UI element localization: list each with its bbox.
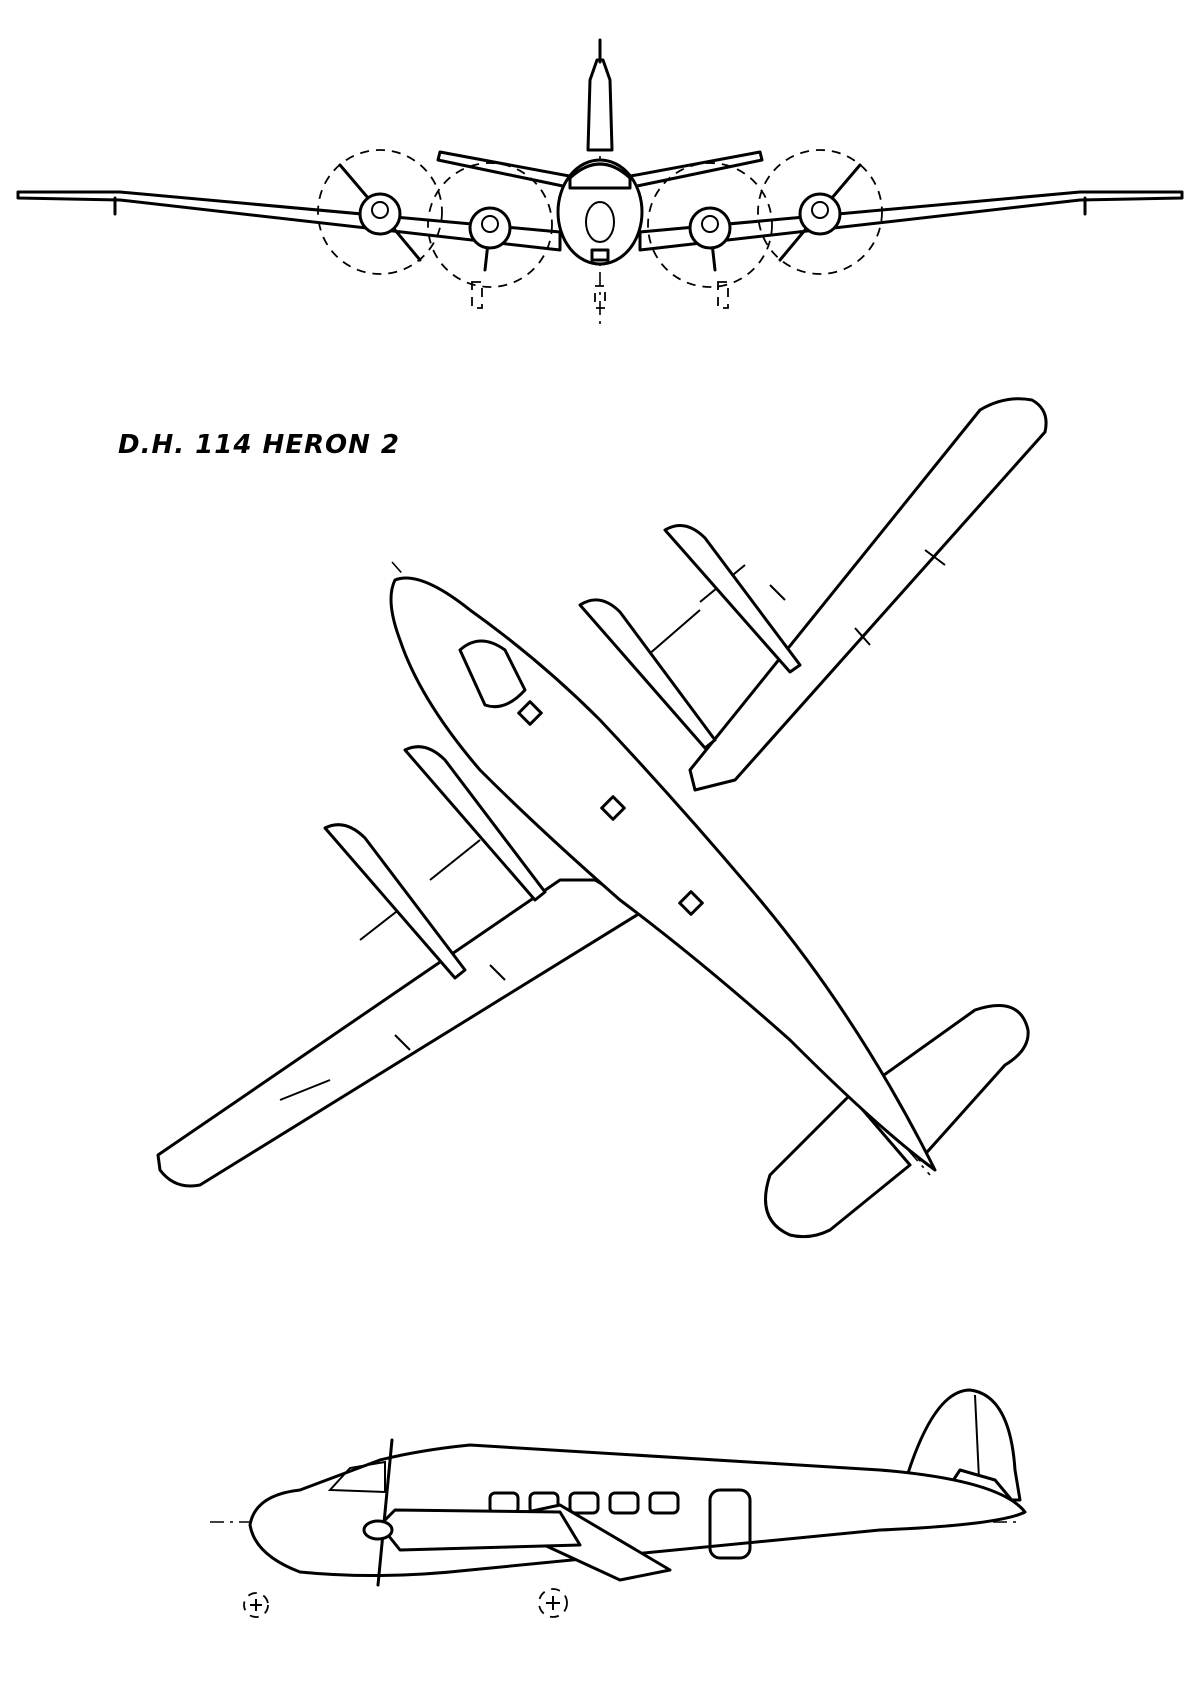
plan-nacelle-lower-inner xyxy=(403,745,547,902)
front-nacelle-inner-left xyxy=(468,206,512,250)
plan-fuselage xyxy=(389,576,937,1172)
plan-nacelle-lower-outer xyxy=(323,823,467,980)
plan-flap-break-upper-1 xyxy=(769,584,786,601)
plan-aileron-lower xyxy=(279,1079,331,1101)
plan-flap-break-lower-2 xyxy=(489,964,506,981)
side-cabin-door xyxy=(708,1488,752,1560)
front-nose-gear xyxy=(594,285,606,309)
drawing-title: D.H. 114 HERON 2 xyxy=(118,430,401,460)
plan-pylon-lower-inner xyxy=(429,839,481,881)
front-cockpit xyxy=(568,162,632,190)
plan-tailplane-lower xyxy=(764,1093,912,1239)
front-nacelle-inner-right xyxy=(688,206,732,250)
front-wing-right xyxy=(638,190,1184,252)
plan-wing-lower xyxy=(156,878,647,1188)
front-prop-disc-inner-right xyxy=(647,162,773,288)
plan-flap-break-upper-2 xyxy=(854,627,871,646)
side-window-4 xyxy=(608,1491,640,1515)
plan-window-1 xyxy=(517,700,543,726)
front-prop-disc-inner-left xyxy=(427,162,553,288)
front-prop-disc-outer-right xyxy=(757,149,883,275)
plan-window-2 xyxy=(600,795,626,821)
front-main-gear-right xyxy=(717,281,729,309)
plan-wing-upper xyxy=(688,397,1048,792)
front-nacelle-outer-left xyxy=(358,192,402,236)
front-fin xyxy=(586,58,614,152)
plan-nacelle-upper-inner xyxy=(578,598,717,750)
front-spinner-outer-left xyxy=(371,201,389,219)
plan-aileron-upper xyxy=(924,549,946,566)
side-fin xyxy=(898,1388,1022,1502)
front-spinner-inner-left xyxy=(481,215,499,233)
front-spinner-outer-right xyxy=(811,201,829,219)
side-cockpit-window xyxy=(327,1460,386,1494)
plan-cockpit xyxy=(458,639,527,709)
front-spinner-inner-right xyxy=(701,215,719,233)
side-spinner xyxy=(362,1519,394,1541)
side-main-wheel xyxy=(538,1588,568,1618)
front-nacelle-outer-right xyxy=(798,192,842,236)
plan-view xyxy=(156,397,1048,1239)
side-nacelle xyxy=(378,1508,582,1552)
side-view xyxy=(210,1388,1027,1618)
front-main-gear-left xyxy=(471,281,483,309)
side-propeller xyxy=(376,1438,394,1587)
front-view xyxy=(16,38,1184,330)
plan-window-3 xyxy=(678,890,704,916)
front-nose-gear-bay xyxy=(590,248,610,262)
plan-flap-break-lower-1 xyxy=(394,1034,411,1051)
front-prop-disc-outer-left xyxy=(317,149,443,275)
side-window-5 xyxy=(648,1491,680,1515)
side-nose-wheel xyxy=(243,1592,269,1618)
front-nose xyxy=(585,201,615,243)
side-window-3 xyxy=(568,1491,600,1515)
plan-nacelle-upper-outer xyxy=(663,524,802,674)
front-wing-left xyxy=(16,190,562,252)
